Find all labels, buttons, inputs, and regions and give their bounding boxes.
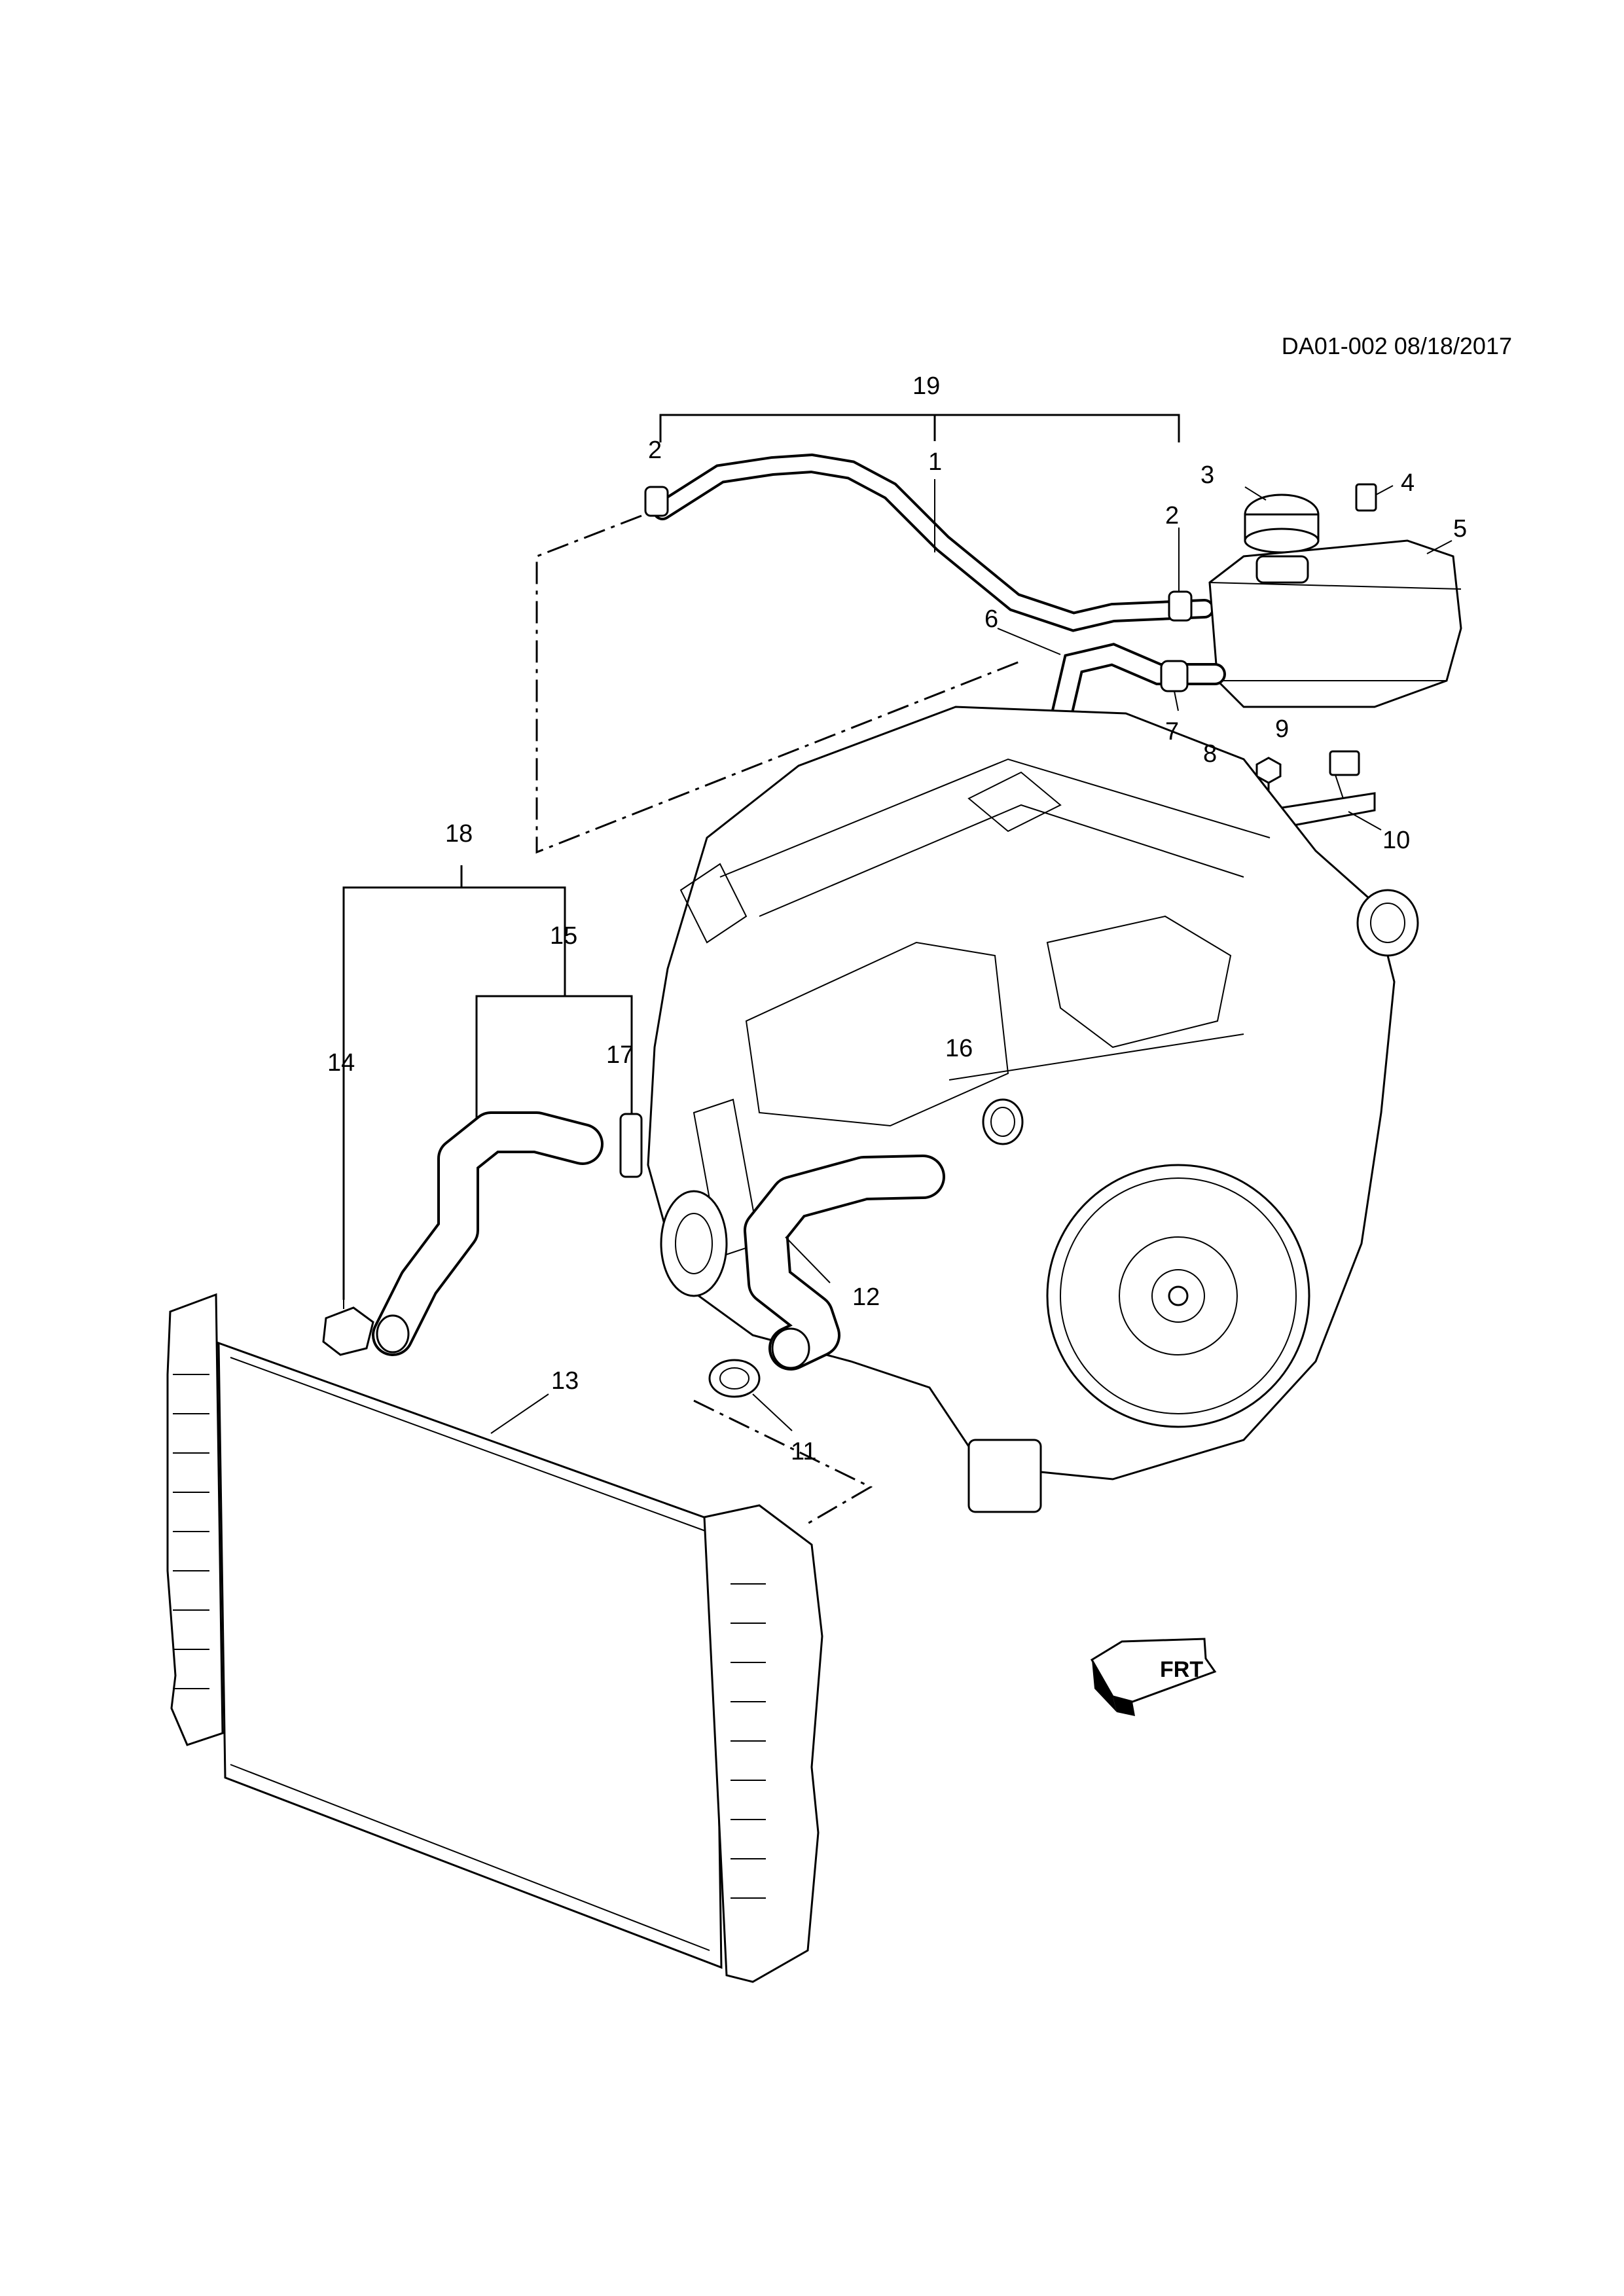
engine-assembly — [647, 706, 1419, 1513]
callout-6: 6 — [984, 605, 998, 633]
radiator-13 — [166, 1293, 823, 1983]
clamp-16 — [982, 1098, 1024, 1145]
clamp-17 — [619, 1113, 643, 1178]
level-sensor-4 — [1355, 483, 1394, 512]
callout-17: 17 — [606, 1041, 634, 1069]
callout-12: 12 — [852, 1283, 880, 1311]
clamp-11 — [708, 1359, 793, 1431]
callout-1: 1 — [928, 448, 942, 476]
callout-7: 7 — [1165, 718, 1179, 745]
connector-line-upper — [535, 514, 1022, 854]
surge-tank-cap-3 — [1244, 486, 1320, 554]
surge-tank-5 — [1208, 539, 1462, 708]
callout-2-right: 2 — [1165, 502, 1179, 529]
callout-10: 10 — [1382, 827, 1410, 854]
callout-4: 4 — [1401, 469, 1415, 497]
clamp-2-right — [1168, 528, 1193, 622]
radiator-outlet-hose-12 — [744, 1155, 945, 1371]
callout-2-left: 2 — [648, 437, 662, 464]
bracket-19 — [659, 414, 1180, 442]
callout-5: 5 — [1453, 515, 1467, 543]
bracket-18 — [342, 865, 566, 1300]
callout-9: 9 — [1275, 715, 1289, 743]
radiator-inlet-hose-15 — [372, 1111, 604, 1356]
front-arrow-label: FRT — [1160, 1657, 1203, 1682]
upper-hose-1 — [653, 453, 1214, 632]
callout-14: 14 — [327, 1049, 355, 1077]
callout-3: 3 — [1200, 461, 1214, 489]
callout-16: 16 — [945, 1035, 973, 1062]
clamp-14 — [322, 1300, 374, 1356]
clip-9 — [1329, 750, 1360, 799]
callout-labels: 19 2 1 2 3 4 5 6 7 8 9 10 11 12 13 14 15… — [327, 372, 1467, 1465]
callout-19: 19 — [912, 372, 940, 400]
diagram-code: DA01-002 08/18/2017 — [1281, 332, 1512, 359]
connector-line-lower — [693, 1399, 873, 1526]
bracket-15 — [475, 986, 633, 1132]
callout-8: 8 — [1203, 740, 1217, 768]
callout-18: 18 — [445, 820, 473, 848]
clamp-2-left — [644, 486, 669, 517]
front-arrow-icon: FRT — [1090, 1638, 1217, 1716]
callout-11: 11 — [791, 1438, 816, 1465]
callout-15: 15 — [550, 922, 577, 950]
clamp-7 — [1160, 660, 1189, 711]
callout-13: 13 — [551, 1367, 579, 1395]
